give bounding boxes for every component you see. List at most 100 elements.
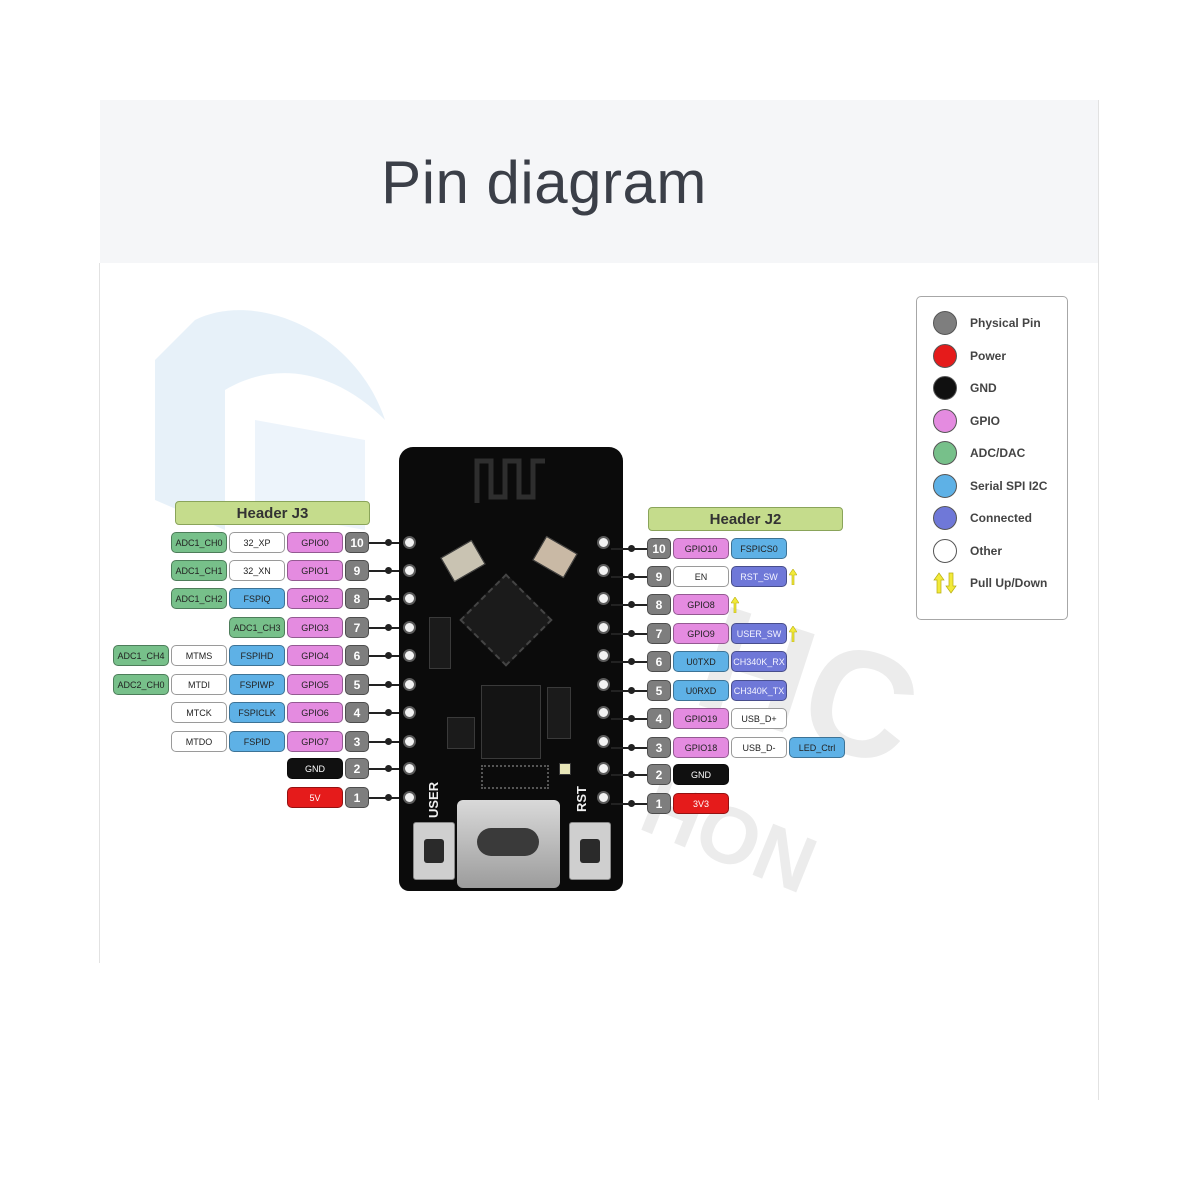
pin-connector-dot (385, 681, 392, 688)
pin-label-spi: U0TXD (673, 651, 729, 672)
pin-label-adc: ADC1_CH1 (171, 560, 227, 581)
pin-label-adc: ADC1_CH2 (171, 588, 227, 609)
pin-connector (611, 747, 647, 749)
pin-label-gnd: GND (287, 758, 343, 779)
pin-label-other: EN (673, 566, 729, 587)
legend-item: Serial SPI I2C (933, 472, 1047, 500)
legend-label: Physical Pin (970, 316, 1041, 330)
pin-label-other: USB_D- (731, 737, 787, 758)
pull-arrow-icon (788, 625, 798, 643)
pin-number: 10 (647, 538, 671, 559)
legend-label: ADC/DAC (970, 446, 1026, 460)
rst-silkscreen: RST (574, 786, 589, 812)
header-j2-title: Header J2 (648, 507, 843, 531)
board-pin-left (403, 762, 416, 775)
pin-number: 4 (647, 708, 671, 729)
pin-number: 9 (647, 566, 671, 587)
board-pin-right (597, 706, 610, 719)
pin-connector-dot (385, 652, 392, 659)
pin-label-gpio: GPIO8 (673, 594, 729, 615)
legend-swatch (933, 473, 957, 498)
legend-label: GPIO (970, 413, 1001, 428)
pin-connector (611, 661, 647, 663)
pin-label-gpio: GPIO4 (287, 645, 343, 666)
usb-c-port[interactable] (457, 800, 560, 888)
pin-connector (369, 768, 399, 770)
pin-connector (611, 690, 647, 692)
pin-label-gnd: GND (673, 764, 729, 785)
pin-connector (611, 604, 647, 606)
pin-label-gpio: GPIO6 (287, 702, 343, 723)
user-button[interactable] (413, 822, 455, 880)
board-pin-right (597, 564, 610, 577)
board-pin-right (597, 791, 610, 804)
pin-connector-dot (385, 595, 392, 602)
pin-number: 10 (345, 532, 369, 553)
pin-connector (369, 570, 399, 572)
pin-number: 8 (345, 588, 369, 609)
pin-label-other: USB_D+ (731, 708, 787, 729)
pin-label-gpio: GPIO7 (287, 731, 343, 752)
ch340-chip (481, 685, 541, 759)
mcu-chip (459, 573, 553, 667)
pin-label-gpio: GPIO0 (287, 532, 343, 553)
pin-label-gpio: GPIO9 (673, 623, 729, 644)
pin-label-conn: CH340K_TX (731, 680, 787, 701)
pull-arrow-icon (788, 568, 798, 586)
board-pin-left (403, 649, 416, 662)
page-title: Pin diagram (381, 149, 707, 216)
pin-connector (369, 627, 399, 629)
pin-connector-dot (385, 709, 392, 716)
pin-label-other: MTCK (171, 702, 227, 723)
board-pin-left (403, 706, 416, 719)
reset-button[interactable] (569, 822, 611, 880)
pin-connector (611, 548, 647, 550)
title-banner (100, 100, 1099, 263)
frame-left-line (99, 263, 100, 963)
pin-connector (611, 576, 647, 578)
board-pin-right (597, 678, 610, 691)
pin-label-conn: USER_SW (731, 623, 787, 644)
pin-label-gpio: GPIO10 (673, 538, 729, 559)
legend-item: Other (933, 537, 1002, 565)
pin-label-other: 32_XP (229, 532, 285, 553)
pin-connector (369, 712, 399, 714)
pin-connector (611, 718, 647, 720)
pin-label-adc: ADC1_CH4 (113, 645, 169, 666)
legend-swatch (933, 408, 957, 433)
pin-number: 8 (647, 594, 671, 615)
pin-number: 5 (345, 674, 369, 695)
legend-swatch (933, 343, 957, 368)
pin-label-conn: RST_SW (731, 566, 787, 587)
legend-label: Connected (970, 511, 1033, 525)
pin-label-gpio: GPIO19 (673, 708, 729, 729)
pin-label-spi: FSPIWP (229, 674, 285, 695)
board-pin-left (403, 621, 416, 634)
legend-item: Physical Pin (933, 309, 1041, 337)
board-pin-right (597, 536, 610, 549)
board-pin-left (403, 592, 416, 605)
pin-label-spi: FSPICS0 (731, 538, 787, 559)
antenna-icon (474, 458, 545, 503)
pin-label-adc: ADC1_CH3 (229, 617, 285, 638)
legend-swatch (933, 376, 957, 400)
pin-label-spi: FSPICLK (229, 702, 285, 723)
header-j3-title: Header J3 (175, 501, 370, 525)
pin-label-adc: ADC1_CH0 (171, 532, 227, 553)
legend-item: Pull Up/Down (933, 569, 1047, 597)
pin-header-footprint (481, 765, 549, 789)
legend-item: Power (933, 342, 1006, 370)
legend-item: Connected (933, 504, 1032, 532)
smd-part (429, 617, 451, 669)
pin-number: 9 (345, 560, 369, 581)
pin-number: 2 (647, 764, 671, 785)
pin-number: 5 (647, 680, 671, 701)
smd-part (547, 687, 571, 739)
pin-label-spi: FSPIQ (229, 588, 285, 609)
pin-label-spi: FSPIHD (229, 645, 285, 666)
led (559, 763, 571, 775)
board-pin-right (597, 762, 610, 775)
pin-label-gpio: GPIO2 (287, 588, 343, 609)
board-pin-right (597, 735, 610, 748)
